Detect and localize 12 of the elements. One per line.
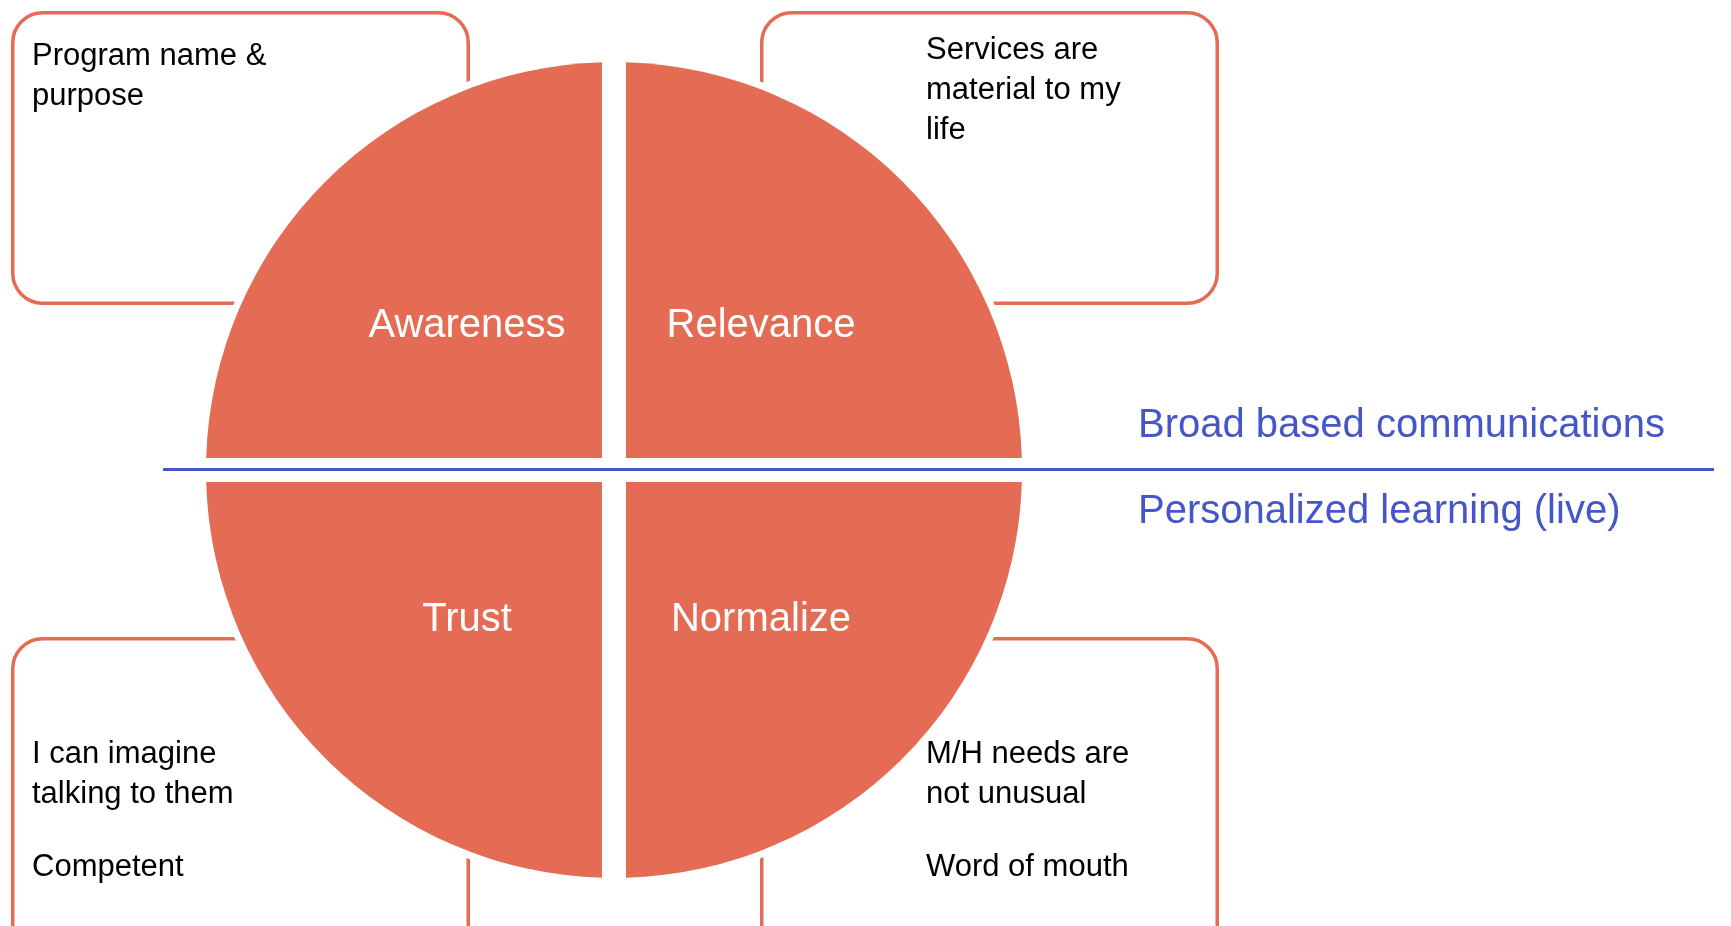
quadrant-label: Relevance	[666, 300, 856, 346]
card-text: Program name & purpose	[32, 36, 268, 114]
card-text: M/H needs are not unusual	[926, 734, 1131, 812]
section-label: Broad based communications	[1138, 401, 1665, 446]
card-text: Services are material to my life	[926, 30, 1122, 148]
quadrant-label: Trust	[422, 594, 512, 640]
card-text: Word of mouth	[926, 847, 1129, 885]
quadrant-label: Normalize	[671, 594, 851, 640]
section-label: Personalized learning (live)	[1138, 487, 1621, 532]
card-text: Competent	[32, 847, 184, 885]
card-text: I can imagine talking to them	[32, 734, 235, 812]
quadrant-label: Awareness	[368, 300, 566, 346]
